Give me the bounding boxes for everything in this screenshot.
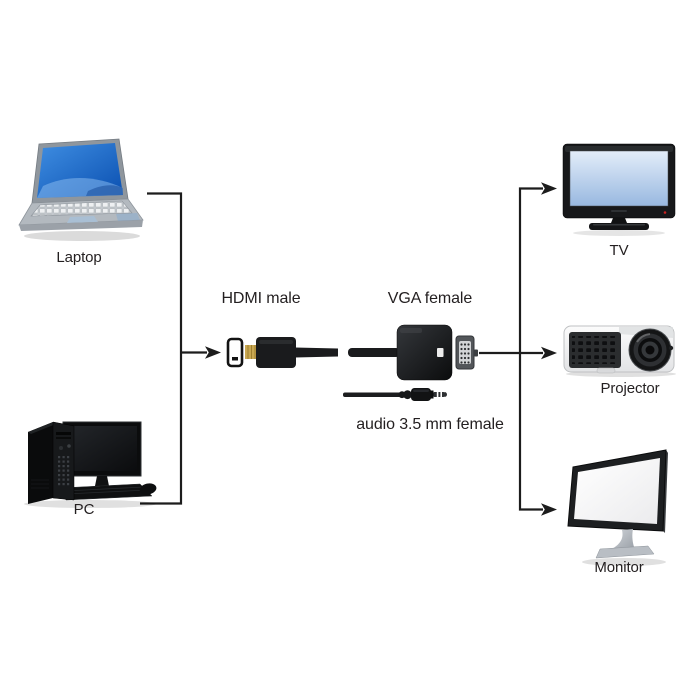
- monitor-label: Monitor: [594, 559, 644, 576]
- tv-image: [562, 143, 676, 236]
- projector-image: [563, 325, 676, 377]
- vga-pin-holes: [460, 343, 470, 364]
- audio-jack-image: [343, 388, 447, 401]
- pc-label: PC: [73, 501, 95, 518]
- vga-female-label: VGA female: [387, 290, 473, 307]
- hdmi-male-connector-image: [226, 337, 338, 368]
- projector-label: Projector: [600, 380, 660, 397]
- arrowhead-adapter: [205, 346, 221, 359]
- arrowhead-projector: [541, 346, 557, 360]
- connector-lines: [140, 182, 557, 516]
- laptop-label: Laptop: [56, 249, 102, 266]
- right-bracket-line: [518, 187, 543, 511]
- tv-label: TV: [609, 242, 629, 259]
- arrowhead-tv: [541, 182, 557, 195]
- left-bracket-line: [140, 192, 183, 505]
- arrowhead-monitor: [541, 503, 557, 516]
- hdmi-male-label: HDMI male: [221, 290, 301, 307]
- laptop-image: [18, 138, 144, 241]
- audio-female-label: audio 3.5 mm female: [356, 416, 504, 433]
- monitor-image: [567, 449, 668, 566]
- pc-image: [24, 421, 157, 508]
- vga-adapter-image: [348, 324, 478, 381]
